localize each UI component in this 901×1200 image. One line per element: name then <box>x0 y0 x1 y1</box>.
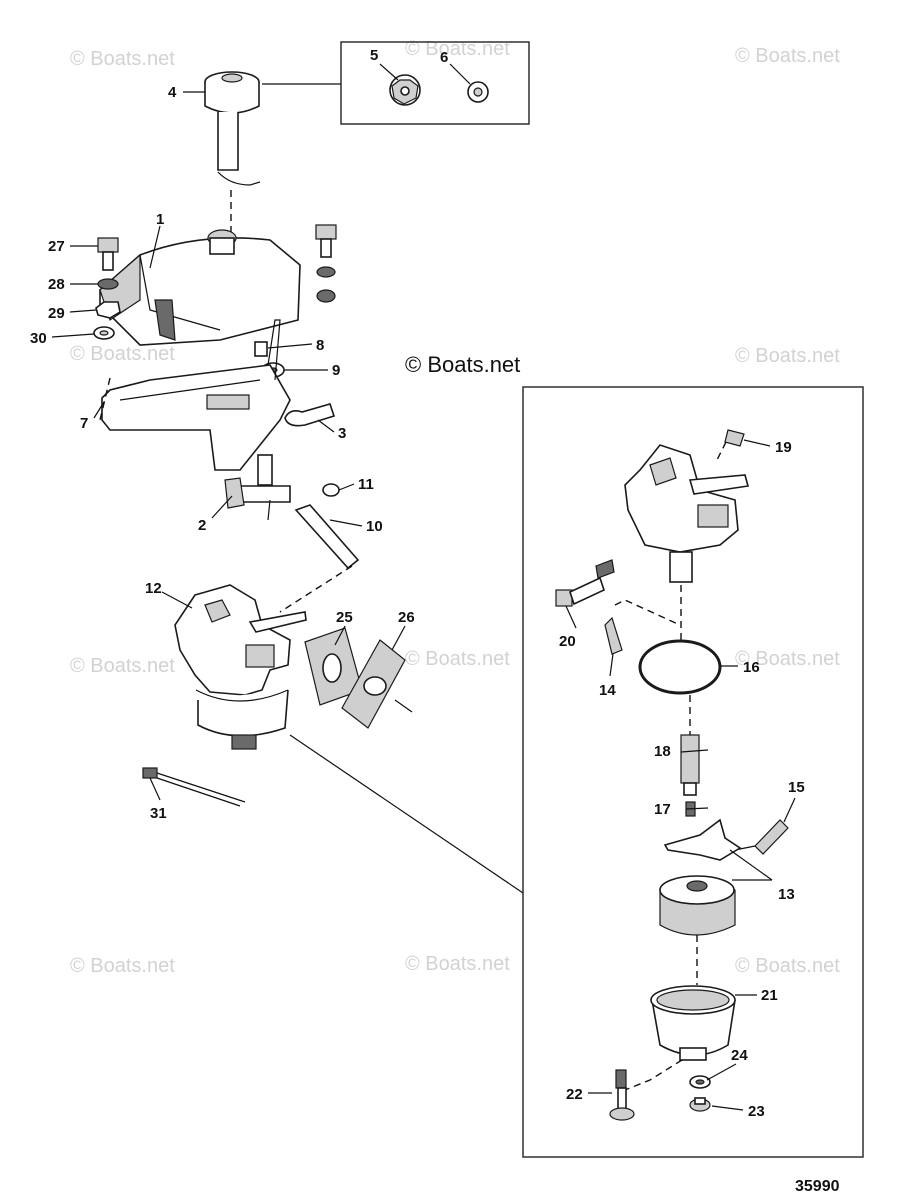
kit-box <box>340 41 530 125</box>
part-10-drawing <box>279 504 360 613</box>
part-8-drawing <box>254 341 268 357</box>
callout-31: 31 <box>150 805 167 822</box>
part-12-drawing <box>174 584 307 750</box>
part-16-drawing <box>638 639 722 695</box>
part-6-drawing <box>467 81 489 103</box>
connector-dash <box>624 1059 683 1091</box>
part-19-drawing <box>715 429 745 463</box>
callout-18: 18 <box>654 743 671 760</box>
callout-23: 23 <box>748 1103 765 1120</box>
callout-15: 15 <box>788 779 805 796</box>
part-26-drawing <box>341 639 413 729</box>
callout-12: 12 <box>145 580 162 597</box>
detail-leader <box>289 734 524 894</box>
part-28-drawing <box>97 278 119 290</box>
callout-16: 16 <box>743 659 760 676</box>
callout-24: 24 <box>731 1047 748 1064</box>
part-13-drawing <box>659 818 742 936</box>
callout-10: 10 <box>366 518 383 535</box>
leader-lines <box>51 63 796 1111</box>
callout-21: 21 <box>761 987 778 1004</box>
part-29-drawing <box>95 301 121 319</box>
part-15-drawing <box>734 819 789 855</box>
callout-25: 25 <box>336 609 353 626</box>
callout-22: 22 <box>566 1086 583 1103</box>
callout-9: 9 <box>332 362 340 379</box>
callout-7: 7 <box>80 415 88 432</box>
callout-28: 28 <box>48 276 65 293</box>
callout-19: 19 <box>775 439 792 456</box>
callout-20: 20 <box>559 633 576 650</box>
watermark: © Boats.net <box>405 953 510 975</box>
callout-26: 26 <box>398 609 415 626</box>
watermark: © Boats.net <box>70 955 175 977</box>
watermark: © Boats.net <box>735 955 840 977</box>
callout-layer: 4 5 6 1 27 28 29 30 7 8 9 3 11 2 10 12 2… <box>30 47 805 1120</box>
center-watermark: © Boats.net <box>405 352 520 377</box>
callout-4: 4 <box>168 84 177 101</box>
part-22-drawing <box>609 1069 635 1121</box>
watermark: © Boats.net <box>405 648 510 670</box>
carburetor-body-drawing <box>624 444 750 583</box>
part-31-drawing <box>142 767 246 807</box>
part-7-drawing <box>101 319 291 471</box>
part-2-drawing <box>224 454 291 521</box>
callout-1: 1 <box>156 211 164 228</box>
watermark: © Boats.net <box>735 45 840 67</box>
part-1-drawing <box>99 229 301 346</box>
part-27-drawing <box>97 237 119 271</box>
callout-3: 3 <box>338 425 346 442</box>
callout-30: 30 <box>30 330 47 347</box>
part-24-drawing <box>689 1075 711 1089</box>
part-5-drawing <box>389 74 421 106</box>
callout-5: 5 <box>370 47 378 64</box>
watermark: © Boats.net <box>70 655 175 677</box>
watermark: © Boats.net <box>70 48 175 70</box>
callout-17: 17 <box>654 801 671 818</box>
callout-2: 2 <box>198 517 206 534</box>
callout-11: 11 <box>358 476 374 493</box>
part-14-drawing <box>604 599 681 655</box>
watermark: © Boats.net <box>735 345 840 367</box>
watermark: © Boats.net <box>735 648 840 670</box>
part-21-drawing <box>650 985 736 1061</box>
callout-14: 14 <box>599 682 616 699</box>
watermark: © Boats.net <box>405 38 510 60</box>
callout-6: 6 <box>440 49 448 66</box>
tank-mount-hardware <box>315 224 337 303</box>
part-25-drawing <box>304 627 363 706</box>
callout-29: 29 <box>48 305 65 322</box>
callout-8: 8 <box>316 337 324 354</box>
part-23-drawing <box>689 1097 711 1112</box>
part-11-drawing <box>322 483 340 497</box>
part-18-drawing <box>680 734 700 796</box>
diagram-number: 35990 <box>795 1178 840 1195</box>
callout-13: 13 <box>778 886 795 903</box>
watermark-layer: © Boats.net © Boats.net © Boats.net © Bo… <box>70 38 840 977</box>
callout-27: 27 <box>48 238 65 255</box>
part-30-drawing <box>93 326 115 340</box>
part-20-drawing <box>555 559 615 607</box>
carburetor-detail-box <box>522 386 864 1158</box>
watermark: © Boats.net <box>70 343 175 365</box>
part-3-drawing <box>284 403 336 427</box>
part-4-drawing <box>204 71 261 186</box>
